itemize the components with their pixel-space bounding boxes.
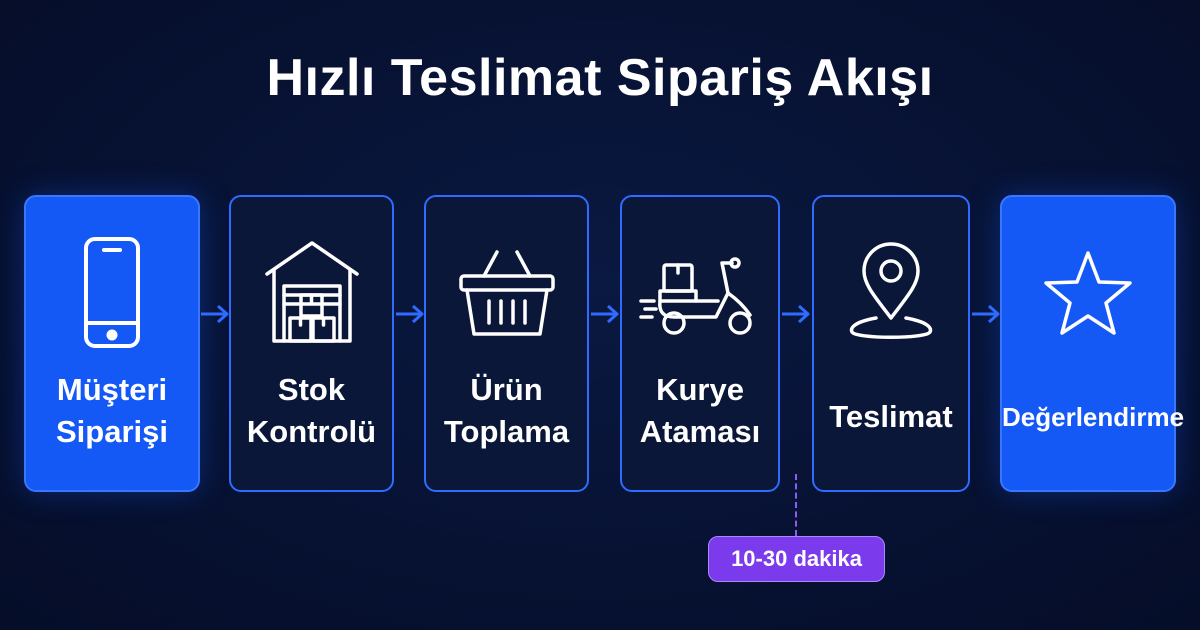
star-icon — [1002, 235, 1174, 350]
warehouse-icon — [231, 235, 392, 350]
step-customer-order: Müşteri Siparişi — [24, 195, 200, 492]
shopping-basket-icon — [426, 235, 587, 350]
step-rating: Değerlendirme — [1000, 195, 1185, 492]
step-label: Değerlendirme — [1002, 402, 1185, 432]
step-delivery: Teslimat — [812, 195, 970, 492]
arrow-right-icon — [201, 304, 229, 324]
arrow-right-icon — [782, 304, 810, 324]
step-product-picking: Ürün Toplama — [424, 195, 589, 492]
arrow-right-icon — [396, 304, 424, 324]
step-label: Ürün Toplama — [443, 372, 570, 449]
arrow-right-icon — [972, 304, 1000, 324]
delivery-scooter-icon — [622, 235, 778, 350]
step-label: Teslimat — [829, 399, 953, 434]
arrow-right-icon — [591, 304, 619, 324]
step-label: Müşteri Siparişi — [56, 372, 168, 449]
time-badge: 10-30 dakika — [708, 536, 885, 582]
step-stock-check: Stok Kontrolü — [229, 195, 394, 492]
step-courier-assignment: Kurye Ataması — [620, 195, 780, 492]
step-label: Kurye Ataması — [639, 372, 761, 449]
location-pin-icon — [814, 235, 968, 350]
time-connector-line — [795, 474, 797, 536]
diagram-title: Hızlı Teslimat Sipariş Akışı — [266, 49, 934, 107]
smartphone-icon — [26, 235, 198, 350]
step-label: Stok Kontrolü — [246, 372, 377, 449]
